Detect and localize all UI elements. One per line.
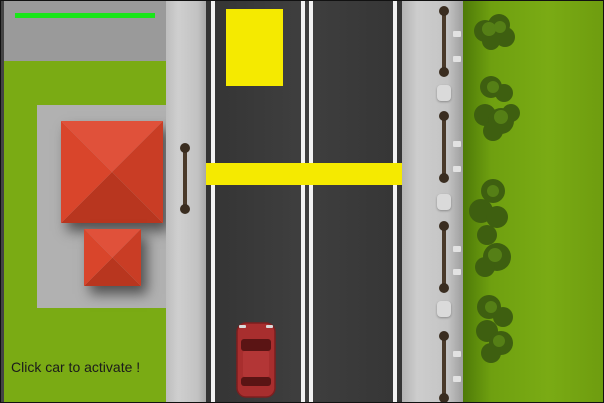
curb-stub	[453, 166, 461, 172]
yellow-barrier	[206, 163, 402, 185]
bollard-cap-icon	[439, 393, 449, 402]
lane-line-center-b	[309, 1, 313, 402]
tree-icon	[474, 14, 515, 50]
pillar-icon	[437, 194, 451, 210]
pillar-icon	[437, 85, 451, 101]
parking-area	[4, 1, 166, 61]
bollard-icon	[442, 223, 446, 289]
bollard-icon	[442, 113, 446, 179]
bollard-icon	[442, 333, 446, 399]
activate-hint-text: Click car to activate !	[11, 359, 141, 375]
pillar-icon	[437, 301, 451, 317]
bollard-cap-icon	[439, 283, 449, 293]
house-roof-icon	[61, 121, 163, 223]
bollard-cap-icon	[439, 111, 449, 121]
curb-stub	[453, 56, 461, 62]
bollard-cap-icon	[439, 6, 449, 16]
bollard-cap-icon	[439, 173, 449, 183]
curb-stub	[453, 31, 461, 37]
curb-stub	[453, 351, 461, 357]
lane-line-center-a	[301, 1, 305, 402]
tree-icon	[474, 76, 520, 141]
lane-line-left	[211, 1, 215, 402]
yellow-block-obstacle	[226, 9, 283, 86]
tree-icon	[469, 179, 511, 277]
right-sidewalk	[402, 1, 463, 402]
health-bar-fill	[15, 13, 155, 18]
health-bar	[15, 13, 155, 18]
garage-roof-icon	[84, 229, 141, 286]
curb-stub	[453, 269, 461, 275]
curb-stub	[453, 246, 461, 252]
tree-icon	[476, 295, 513, 363]
red-car-icon[interactable]	[235, 321, 277, 399]
bollard-cap-icon	[439, 67, 449, 77]
bollard-icon	[183, 146, 187, 212]
bollard-icon	[442, 9, 446, 73]
lane-line-right	[393, 1, 397, 402]
curb-stub	[453, 376, 461, 382]
bollard-cap-icon	[439, 221, 449, 231]
bollard-cap-icon	[180, 143, 190, 153]
curb-stub	[453, 141, 461, 147]
bollard-cap-icon	[439, 331, 449, 341]
bollard-cap-icon	[180, 204, 190, 214]
